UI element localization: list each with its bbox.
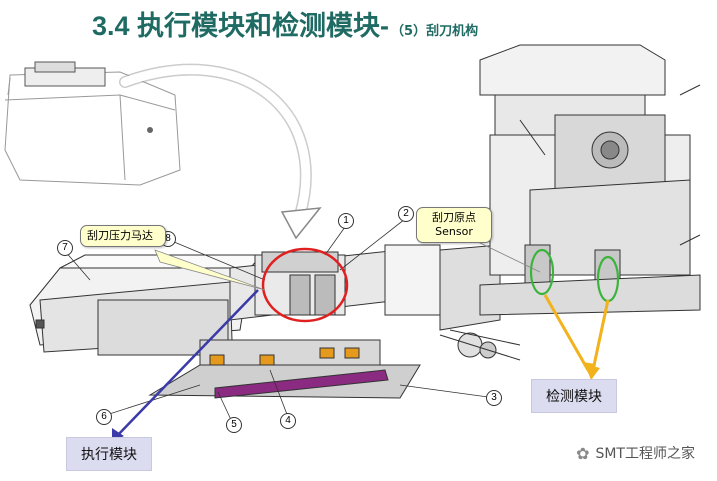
part-number-6: 6 — [96, 409, 112, 425]
detection-arrowhead-right — [585, 364, 600, 380]
machine-thumbnail — [4, 61, 181, 186]
part-number-4: 4 — [280, 413, 296, 429]
squeegee-assembly — [29, 244, 521, 399]
execution-arrow — [114, 289, 259, 439]
curve-arrow-inner — [120, 65, 311, 220]
part-number-1: 1 — [338, 213, 354, 229]
origin-callout-line2: Sensor — [435, 225, 473, 238]
sensor-highlight-left — [529, 248, 555, 296]
execution-module-label: 执行模块 — [66, 437, 152, 471]
motor-callout: 刮刀压力马达 — [80, 225, 166, 247]
detection-arrow-left — [543, 294, 590, 371]
title-sub: （5）刮刀机构 — [391, 24, 479, 39]
detection-arrow-right — [591, 299, 610, 371]
part-number-7: 7 — [57, 240, 73, 256]
part-number-2: 2 — [398, 206, 414, 222]
motor-callout-text: 刮刀压力马达 — [87, 229, 153, 242]
detection-module-label: 检测模块 — [531, 379, 617, 413]
origin-callout-line1: 刮刀原点 — [432, 211, 476, 224]
motor-highlight — [261, 247, 349, 323]
motor-callout-pointer — [154, 249, 266, 291]
curve-arrow — [119, 63, 312, 221]
watermark-text: SMT工程师之家 — [595, 446, 695, 462]
title-main: 3.4 执行模块和检测模块- — [92, 11, 390, 41]
origin-sensor-callout: 刮刀原点 Sensor — [416, 207, 492, 243]
wechat-icon: ✿ — [576, 443, 590, 463]
sensor-detail — [479, 44, 701, 316]
page-title: 3.4 执行模块和检测模块-（5）刮刀机构 — [92, 4, 478, 43]
curve-arrow-head — [280, 207, 322, 240]
watermark: ✿ SMT工程师之家 — [576, 443, 695, 463]
part-number-3: 3 — [486, 390, 502, 406]
part-number-5: 5 — [226, 417, 242, 433]
